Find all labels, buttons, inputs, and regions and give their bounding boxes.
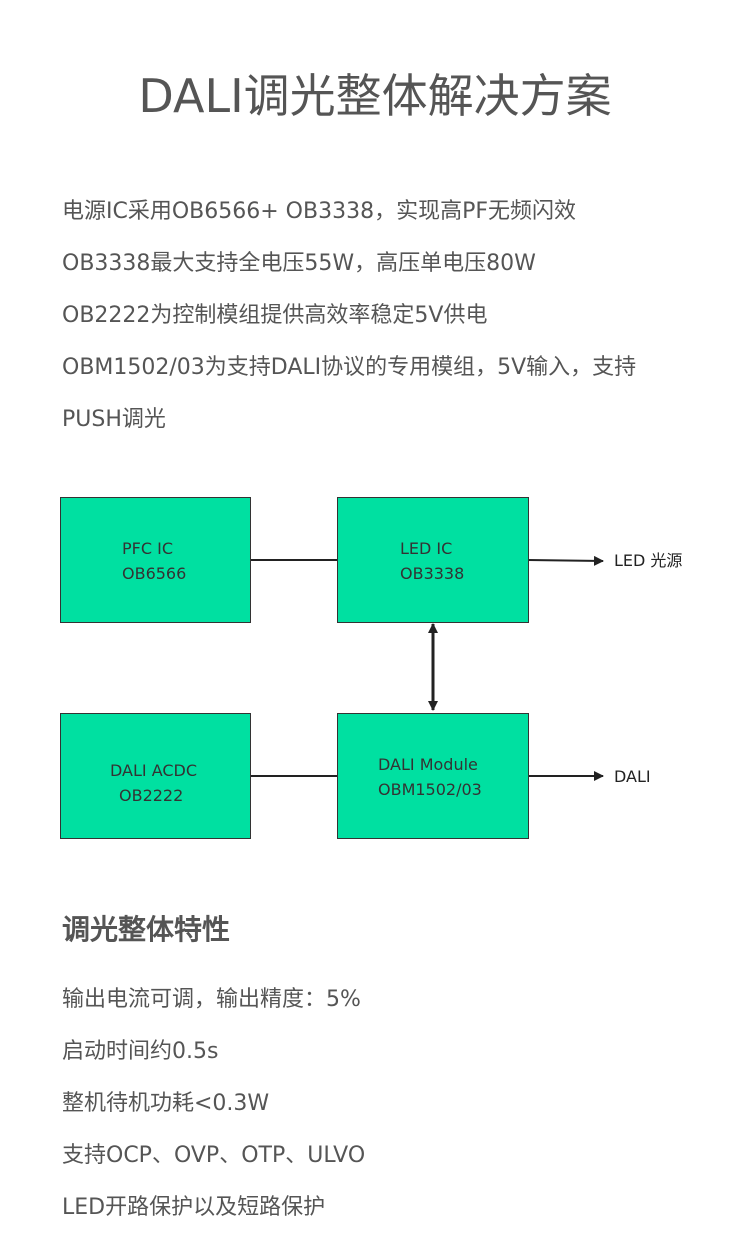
output-label-dali: DALI bbox=[614, 767, 651, 786]
block-label: OBM1502/03 bbox=[378, 780, 482, 799]
diagram-connectors bbox=[250, 555, 604, 781]
block-dali-module: DALI Module OBM1502/03 bbox=[337, 713, 529, 839]
block-label: OB3338 bbox=[400, 564, 465, 583]
block-label: DALI ACDC bbox=[110, 761, 198, 780]
feature-item: 输出电流可调，输出精度：5% bbox=[62, 987, 361, 1012]
intro-line: OB2222为控制模组提供高效率稳定5V供电 bbox=[62, 303, 488, 328]
block-led-ic: LED IC OB3338 bbox=[337, 497, 529, 623]
block-label: PFC IC bbox=[122, 539, 173, 558]
features-section: 调光整体特性 输出电流可调，输出精度：5% 启动时间约0.5s 整机待机功耗<0… bbox=[62, 900, 702, 1234]
intro-line: PUSH调光 bbox=[62, 407, 166, 432]
block-label: DALI Module bbox=[378, 755, 478, 774]
arrow-led-output bbox=[527, 555, 604, 566]
block-label: LED IC bbox=[400, 539, 453, 558]
intro-line: 电源IC采用OB6566+ OB3338，实现高PF无频闪效 bbox=[62, 199, 576, 224]
block-label: OB6566 bbox=[122, 564, 187, 583]
features-heading: 调光整体特性 bbox=[62, 913, 231, 946]
feature-item: LED开路保护以及短路保护 bbox=[62, 1195, 326, 1220]
intro-section: 电源IC采用OB6566+ OB3338，实现高PF无频闪效 OB3338最大支… bbox=[62, 186, 702, 446]
intro-line: OB3338最大支持全电压55W，高压单电压80W bbox=[62, 251, 536, 276]
intro-line: OBM1502/03为支持DALI协议的专用模组，5V输入，支持 bbox=[62, 355, 637, 380]
page-title: DALI调光整体解决方案 bbox=[138, 69, 612, 123]
block-diagram: PFC IC OB6566 LED IC OB3338 DALI ACDC OB… bbox=[0, 480, 750, 860]
block-dali-acdc: DALI ACDC OB2222 bbox=[60, 713, 251, 839]
block-pfc-ic: PFC IC OB6566 bbox=[60, 497, 251, 623]
feature-item: 支持OCP、OVP、OTP、ULVO bbox=[62, 1143, 366, 1168]
feature-item: 整机待机功耗<0.3W bbox=[62, 1091, 270, 1116]
block-label: OB2222 bbox=[119, 786, 184, 805]
feature-item: 启动时间约0.5s bbox=[62, 1039, 219, 1064]
output-label-led-light: LED 光源 bbox=[614, 551, 683, 570]
